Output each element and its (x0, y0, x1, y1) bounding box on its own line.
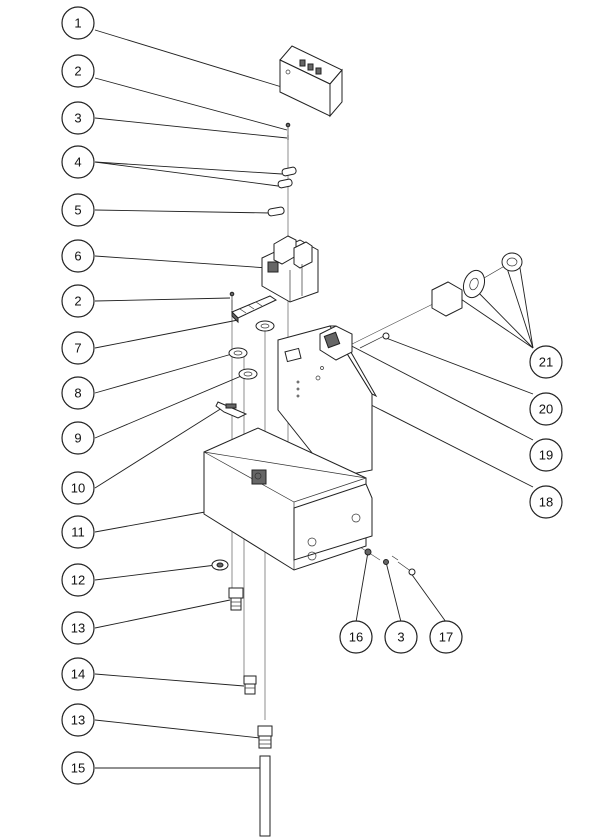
part-14-connector (243, 675, 257, 695)
part-9-grommet (238, 368, 258, 380)
callout-label: 2 (74, 294, 81, 309)
part-20-screw (359, 332, 390, 349)
callout-c9: 9 (61, 421, 95, 455)
callout-circle (61, 284, 95, 318)
part-13-cable-gland-lower (257, 725, 273, 749)
callout-label: 3 (397, 630, 404, 645)
callout-circle (339, 620, 373, 654)
callout-circle (61, 376, 95, 410)
callout-circle (61, 703, 95, 737)
part-5-fuse (267, 206, 285, 217)
callout-c11: 11 (61, 515, 95, 549)
part-12-grommet (211, 559, 229, 571)
callout-c4: 4 (61, 145, 95, 179)
callout-circle (61, 6, 95, 40)
callout-label: 7 (74, 341, 81, 356)
callout-label: 1 (74, 16, 81, 31)
part-1-circuit-board (279, 45, 343, 118)
part-13-cable-gland-upper (228, 587, 244, 611)
part-2-screw (229, 291, 235, 310)
leader-lines (94, 29, 534, 769)
callout-circle (61, 193, 95, 227)
part-4-fuse-clips (277, 166, 297, 189)
callout-circle (61, 421, 95, 455)
callout-c12: 12 (61, 563, 95, 597)
part-16-nut (364, 548, 372, 556)
callout-c17: 17 (429, 620, 463, 654)
part-19-switch (319, 325, 353, 361)
callout-label: 12 (71, 573, 85, 588)
callout-label: 16 (349, 630, 363, 645)
callout-circle (61, 657, 95, 691)
callout-label: 13 (71, 621, 85, 636)
callout-c21: 21 (529, 345, 563, 379)
callout-circle (61, 145, 95, 179)
callout-label: 13 (71, 713, 85, 728)
callout-label: 21 (539, 355, 553, 370)
callout-circle (61, 515, 95, 549)
callout-circle (61, 239, 95, 273)
callout-c2a: 2 (61, 54, 95, 88)
callout-circle (61, 331, 95, 365)
callout-label: 6 (74, 249, 81, 264)
callout-c6: 6 (61, 239, 95, 273)
callout-c14: 14 (61, 657, 95, 691)
callout-label: 2 (74, 64, 81, 79)
callout-label: 11 (71, 525, 85, 540)
callout-label: 20 (539, 402, 553, 417)
callout-c8: 8 (61, 376, 95, 410)
callout-c3a: 3 (61, 101, 95, 135)
part-11-enclosure (203, 325, 378, 571)
callout-c3b: 3 (384, 620, 418, 654)
callout-circle (384, 620, 418, 654)
grommet-upper (255, 320, 275, 332)
part-21-motor-assembly (431, 252, 523, 317)
part-8-grommet (228, 347, 248, 359)
part-6-contactor (261, 235, 319, 303)
part-10-bracket (215, 401, 248, 419)
callout-c13b: 13 (61, 703, 95, 737)
callout-c5: 5 (61, 193, 95, 227)
callout-circle (61, 751, 95, 785)
callout-circle (529, 438, 563, 472)
callout-label: 9 (74, 431, 81, 446)
callout-c13a: 13 (61, 611, 95, 645)
callout-c1: 1 (61, 6, 95, 40)
callout-c18: 18 (529, 485, 563, 519)
callout-label: 5 (74, 203, 81, 218)
callout-circle (61, 101, 95, 135)
callout-c16: 16 (339, 620, 373, 654)
callout-c20: 20 (529, 392, 563, 426)
callout-c10: 10 (61, 471, 95, 505)
callout-label: 3 (74, 111, 81, 126)
callout-circle (61, 471, 95, 505)
callout-c2b: 2 (61, 284, 95, 318)
callout-label: 10 (71, 481, 85, 496)
part-3-washer (383, 555, 399, 565)
callout-circle (61, 54, 95, 88)
callout-label: 19 (539, 448, 553, 463)
callout-circle (529, 392, 563, 426)
callout-label: 4 (74, 155, 81, 170)
callout-circle (529, 485, 563, 519)
part-3-screw-top (285, 122, 291, 140)
callout-circle (61, 611, 95, 645)
part-7-terminal-strip (231, 295, 278, 324)
part-15-tube (259, 755, 271, 837)
callout-label: 18 (539, 495, 553, 510)
callout-c7: 7 (61, 331, 95, 365)
callout-circle (61, 563, 95, 597)
callout-c19: 19 (529, 438, 563, 472)
callout-label: 17 (439, 630, 453, 645)
callout-label: 8 (74, 386, 81, 401)
callout-circle (429, 620, 463, 654)
callout-label: 15 (71, 761, 85, 776)
callout-label: 14 (71, 667, 85, 682)
callout-circle (529, 345, 563, 379)
part-17-screw (397, 561, 416, 576)
callout-c15: 15 (61, 751, 95, 785)
